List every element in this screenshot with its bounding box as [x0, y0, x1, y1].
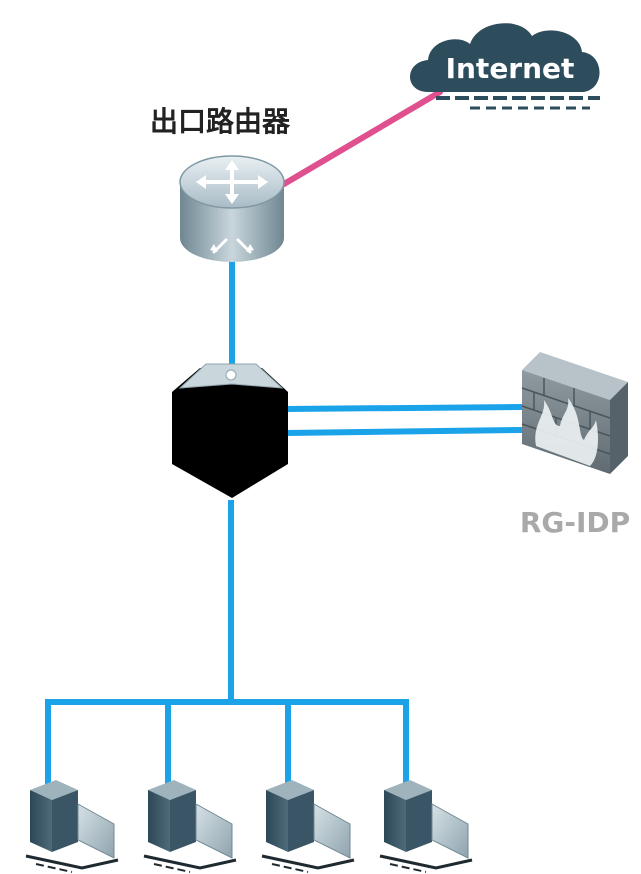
router-label: 出口路由器	[150, 105, 291, 138]
idp-node[interactable]: RG-IDP	[520, 352, 630, 539]
router-icon	[179, 155, 285, 262]
internet-node[interactable]: Internet	[410, 23, 600, 110]
links	[45, 89, 523, 792]
pc-icon	[379, 780, 473, 873]
host-node[interactable]	[261, 780, 355, 873]
idp-label: RG-IDP	[520, 506, 630, 539]
internet-label: Internet	[446, 52, 575, 85]
host-node[interactable]	[143, 780, 237, 873]
switch-icon	[172, 363, 288, 498]
router-node[interactable]: 出口路由器	[150, 105, 291, 262]
pc-icon	[25, 780, 119, 873]
switch-node[interactable]	[172, 363, 288, 498]
firewall-icon	[521, 352, 628, 474]
host-node[interactable]	[379, 780, 473, 873]
link-switch-idp-2	[285, 427, 523, 436]
pc-icon	[261, 780, 355, 873]
host-node[interactable]	[25, 780, 119, 873]
hosts	[25, 780, 473, 873]
link-router-internet	[281, 89, 443, 187]
pc-icon	[143, 780, 237, 873]
cloud-icon	[410, 23, 600, 110]
link-switch-idp-1	[285, 404, 523, 412]
